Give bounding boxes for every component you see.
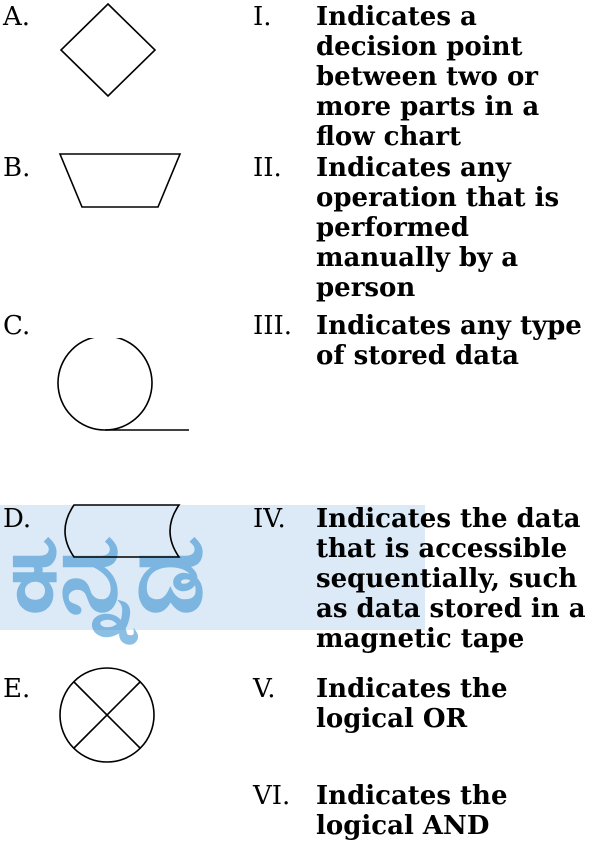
watermark-banner [0, 505, 425, 630]
circle-with-cross-icon [59, 667, 155, 763]
letter-e: E. [3, 674, 31, 704]
description-ii: Indicates any operation that is performe… [316, 153, 560, 303]
circle-with-tail-icon [57, 338, 189, 431]
description-v: Indicates the logical OR [316, 674, 508, 734]
numeral-iii: III. [253, 311, 293, 341]
description-iv: Indicates the data that is accessible se… [316, 504, 586, 654]
description-vi: Indicates the logical AND [316, 781, 508, 841]
letter-d: D. [3, 504, 32, 534]
letter-a: A. [3, 2, 31, 32]
numeral-vi: VI. [253, 781, 291, 811]
trapezoid-icon [58, 153, 182, 208]
description-i: Indicates a decision point between two o… [316, 2, 540, 152]
numeral-ii: II. [253, 153, 282, 183]
numeral-v: V. [253, 674, 276, 704]
diamond-icon [59, 2, 157, 98]
curved-rectangle-icon [64, 504, 181, 558]
letter-c: C. [3, 311, 31, 341]
numeral-i: I. [253, 2, 272, 32]
letter-b: B. [3, 153, 31, 183]
description-iii: Indicates any type of stored data [316, 311, 582, 371]
numeral-iv: IV. [253, 504, 286, 534]
watermark-text: ಕನ್ನಡ [10, 508, 206, 645]
